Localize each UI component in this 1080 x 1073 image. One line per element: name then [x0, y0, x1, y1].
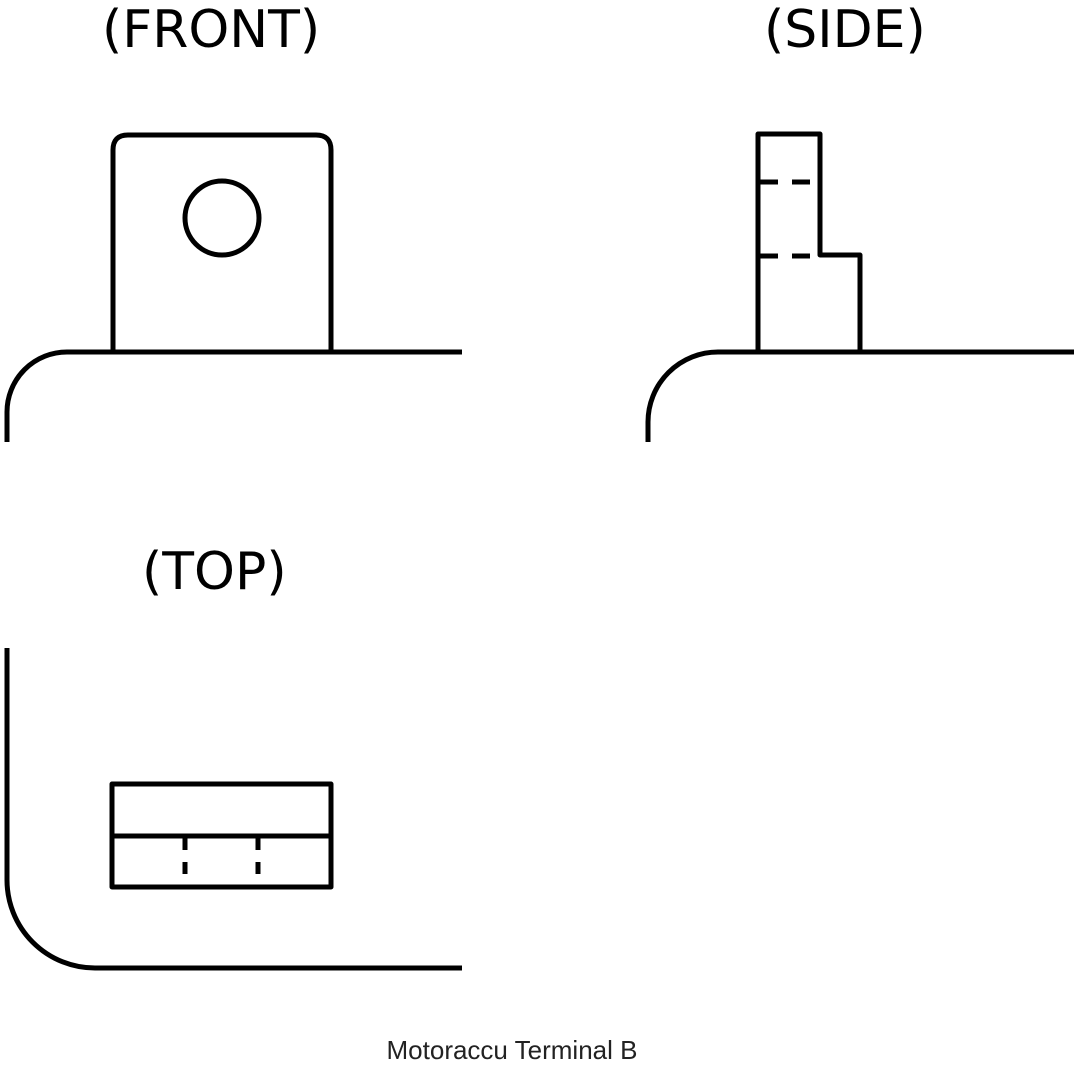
front-terminal-hole [182, 178, 262, 258]
top-battery-edge [4, 648, 462, 971]
side-view-label: (SIDE) [764, 0, 926, 60]
side-view [645, 131, 1074, 442]
side-battery-edge [645, 349, 1074, 442]
diagram-caption: Motoraccu Terminal B [386, 1035, 638, 1065]
front-battery-edge [4, 349, 462, 442]
front-view [4, 132, 462, 442]
front-terminal-outline [110, 132, 334, 352]
front-view-label: (FRONT) [102, 0, 321, 60]
top-view [4, 648, 462, 971]
side-terminal-outline [755, 131, 863, 352]
top-view-label: (TOP) [142, 542, 287, 602]
